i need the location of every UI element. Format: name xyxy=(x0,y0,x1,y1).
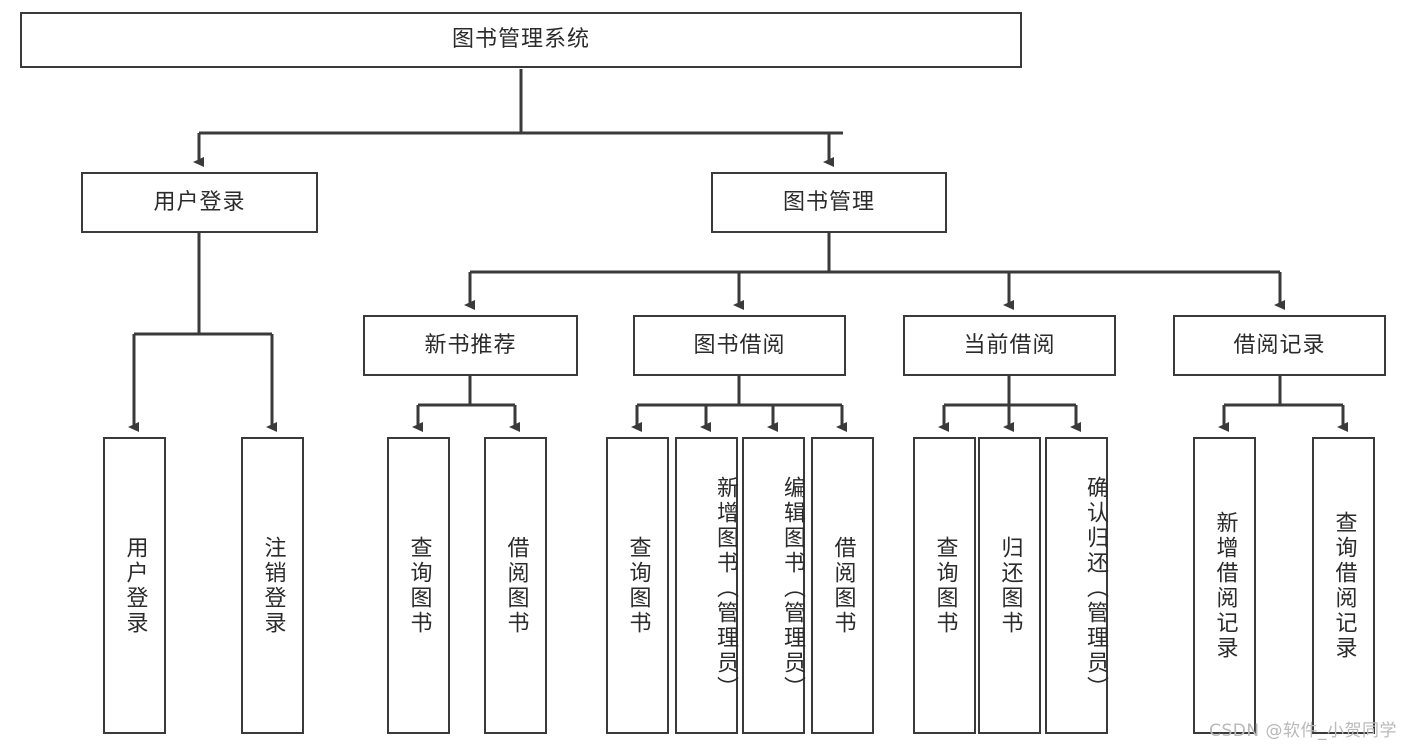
csdn-watermark: CSDN @软件_小贺同学 xyxy=(1209,721,1397,741)
leaf-add-borrow-record[interactable]: 新增借阅记录 xyxy=(1193,437,1256,734)
node-label: 图书管理系统 xyxy=(451,27,590,53)
node-label: 图书管理 xyxy=(782,189,875,215)
leaf-query-book-3[interactable]: 查询图书 xyxy=(913,437,976,734)
node-book-borrow[interactable]: 图书借阅 xyxy=(633,315,846,376)
leaf-edit-book[interactable]: 编辑图书（管理员） xyxy=(742,437,805,734)
node-label: 确认归还（管理员） xyxy=(1083,476,1108,701)
node-label: 用户登录 xyxy=(122,535,148,636)
node-user-login[interactable]: 用户登录 xyxy=(81,172,318,233)
leaf-user-login[interactable]: 用户登录 xyxy=(103,437,166,734)
leaf-borrow-book-2[interactable]: 借阅图书 xyxy=(811,437,874,734)
node-label: 用户登录 xyxy=(153,189,246,215)
node-label: 借阅图书 xyxy=(830,535,856,636)
node-label: 新书推荐 xyxy=(424,332,517,358)
node-label: 查询借阅记录 xyxy=(1331,510,1357,661)
node-book-manage[interactable]: 图书管理 xyxy=(711,172,947,233)
node-label: 借阅记录 xyxy=(1233,332,1326,358)
leaf-add-book[interactable]: 新增图书（管理员） xyxy=(675,437,738,734)
leaf-query-book-2[interactable]: 查询图书 xyxy=(606,437,669,734)
node-current-borrow[interactable]: 当前借阅 xyxy=(903,315,1116,376)
node-label: 当前借阅 xyxy=(963,332,1056,358)
node-label: 归还图书 xyxy=(997,535,1023,636)
node-label: 查询图书 xyxy=(932,535,958,636)
node-root-system[interactable]: 图书管理系统 xyxy=(20,12,1022,68)
node-label: 编辑图书（管理员） xyxy=(780,476,805,701)
node-label: 图书借阅 xyxy=(693,332,786,358)
leaf-logout[interactable]: 注销登录 xyxy=(241,437,304,734)
node-label: 借阅图书 xyxy=(503,535,529,636)
node-borrow-record[interactable]: 借阅记录 xyxy=(1173,315,1386,376)
node-label: 查询图书 xyxy=(625,535,651,636)
leaf-return-book[interactable]: 归还图书 xyxy=(978,437,1041,734)
node-new-book-recommend[interactable]: 新书推荐 xyxy=(363,315,578,376)
node-label: 查询图书 xyxy=(406,535,432,636)
node-label: 新增图书（管理员） xyxy=(713,476,738,701)
leaf-borrow-book-1[interactable]: 借阅图书 xyxy=(484,437,547,734)
node-label: 注销登录 xyxy=(260,535,286,636)
leaf-confirm-return[interactable]: 确认归还（管理员） xyxy=(1045,437,1108,734)
leaf-query-book-1[interactable]: 查询图书 xyxy=(387,437,450,734)
leaf-query-borrow-record[interactable]: 查询借阅记录 xyxy=(1312,437,1375,734)
node-label: 新增借阅记录 xyxy=(1212,510,1238,661)
